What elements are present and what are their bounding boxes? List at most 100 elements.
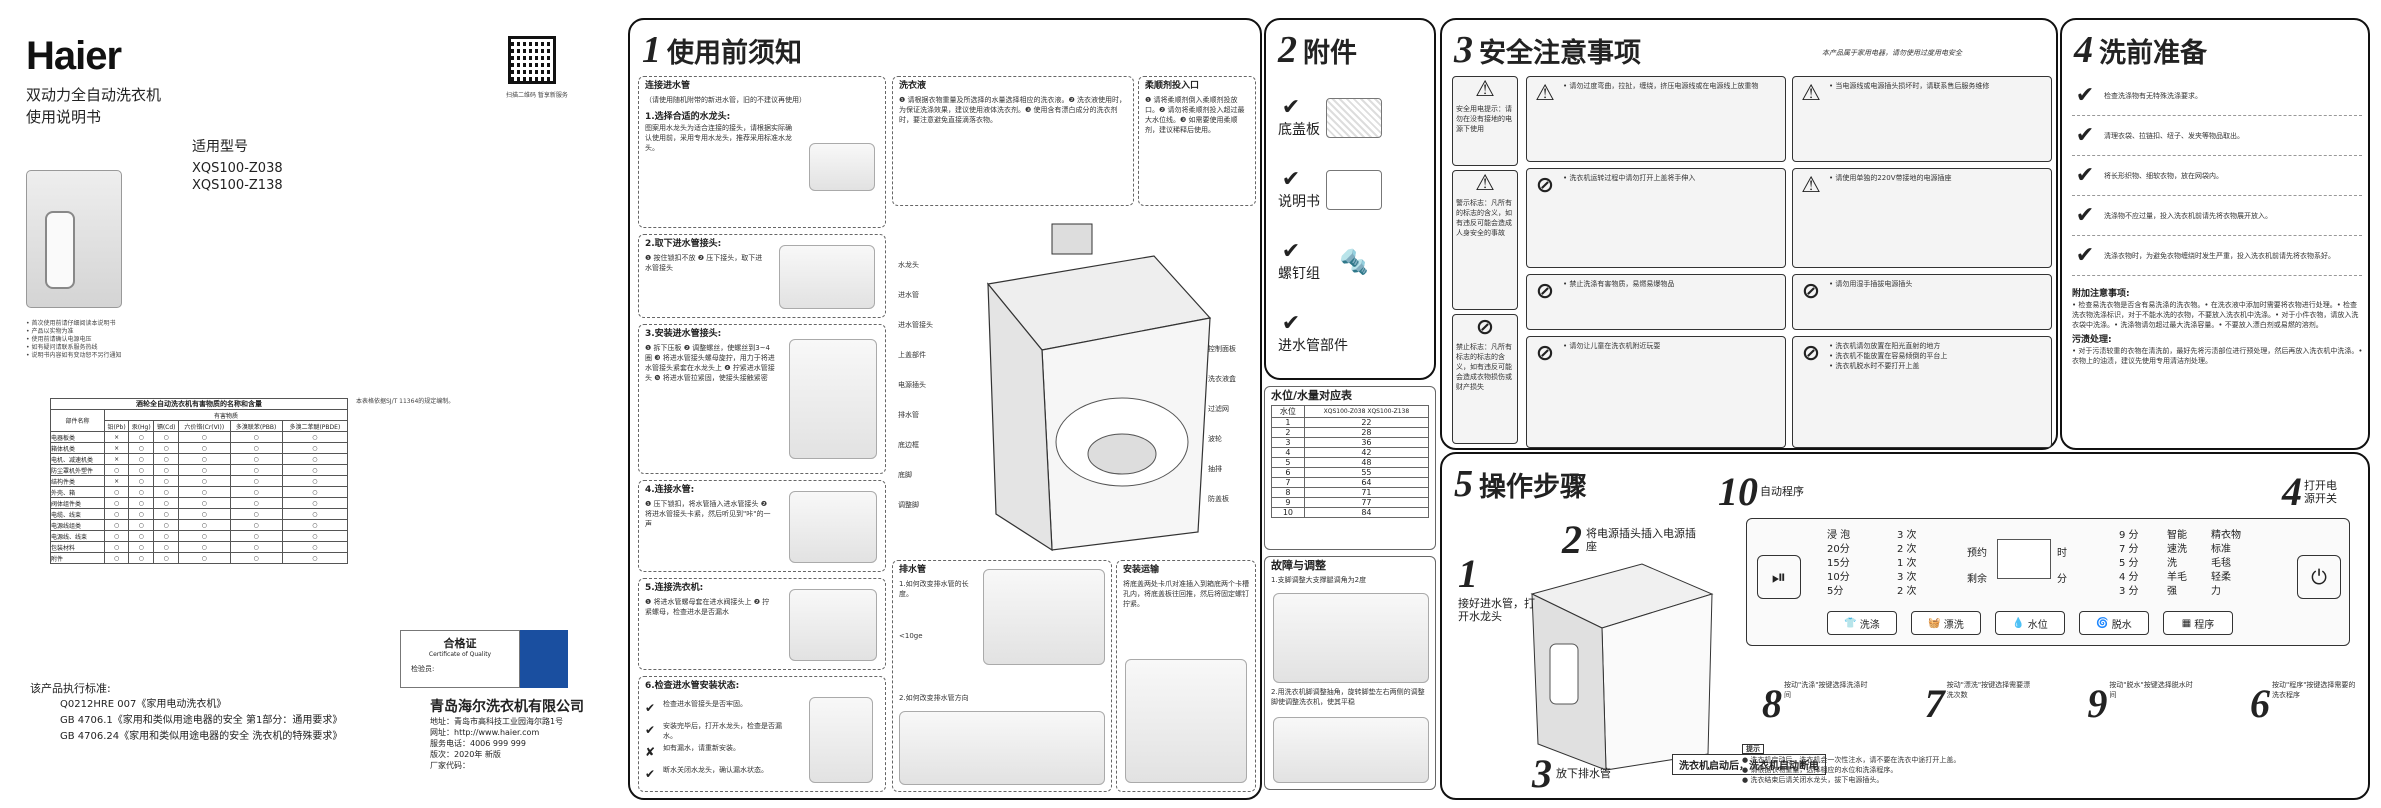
extra-notes: 附加注意事项: • 检查易洗衣物是否含有易洗涤的洗衣物。• 在洗衣液中添加时需要… bbox=[2072, 289, 2363, 365]
hose-connect-sketch bbox=[789, 491, 877, 563]
certificate: 合格证 Certificate of Quality 检验员: bbox=[400, 630, 520, 688]
qr-code[interactable] bbox=[508, 36, 556, 84]
step5-box: 5.连接洗衣机: ❶ 将进水管螺母套在进水阀接头上 ❷ 拧紧螺母，检查进水是否漏… bbox=[638, 578, 886, 670]
program-list-left: 智能速洗洗羊毛强 bbox=[2167, 530, 2187, 597]
drain-note: 2.如何改变排水管方向 bbox=[899, 694, 969, 702]
screw-icon: 🔩 bbox=[1326, 242, 1382, 282]
check-item: 断水关闭水龙头，确认漏水状态。 bbox=[663, 766, 768, 774]
leak-check-sketch bbox=[809, 697, 873, 783]
cover-notes: • 首次使用前请仔细阅读本说明书• 产品以实物为准• 使用前请确认电源电压• 如… bbox=[26, 320, 122, 359]
left-part-labels: 水龙头进水管进水管接头上盖部件电源插头排水管底边框底脚调整脚 bbox=[898, 261, 933, 509]
connect-water-box: 连接进水管 （请使用随机附带的新进水管，旧的不建议再使用） 1.选择合适的水龙头… bbox=[638, 76, 886, 228]
rinse-button[interactable]: 🧺漂洗 bbox=[1911, 611, 1981, 635]
model-label: 适用型号 bbox=[192, 139, 248, 155]
company-address: 地址：青岛市高科技工业园海尔路1号网址：http://www.haier.com… bbox=[430, 717, 564, 770]
cover-page: Haier 双动力全自动洗衣机 使用说明书 适用型号 XQS100-Z038 X… bbox=[0, 0, 626, 808]
reserve-units: 时分 bbox=[2057, 548, 2067, 585]
softener-box: 柔顺剂投入口 ❶ 请将柔顺剂倒入柔顺剂投放口。❷ 请勿将柔顺剂投入超过最大水位线… bbox=[1138, 76, 1256, 206]
drain-hose-box: 排水管 1.如何改变排水管的长度。 <10ge 2.如何改变排水管方向 bbox=[892, 560, 1112, 792]
blue-label bbox=[520, 630, 568, 688]
hazard-row: 电缆、线束○○○○○○ bbox=[49, 508, 349, 520]
water-icon: 💧 bbox=[2012, 617, 2025, 629]
accessory-list: ✔底盖板 ✔说明书 ✔螺钉组 🔩 ✔进水管部件 bbox=[1278, 82, 1410, 370]
check-icon: ✔✔✘✔ bbox=[645, 701, 656, 781]
safety-grid: ⚠• 请勿过度弯曲，拉扯，缠绕，挤压电源线或在电源线上放重物 ⚠• 当电源线或电… bbox=[1526, 76, 2052, 448]
base-install-sketch bbox=[1125, 659, 1247, 783]
check-icon: ✔ bbox=[1281, 239, 1301, 264]
time-display bbox=[1997, 539, 2051, 579]
check-icon: ✔ bbox=[2075, 202, 2095, 228]
warning-label-2: ⚠ 警示标志：凡所有的标志的含义，如有违反可能会造成人身安全的事故 bbox=[1452, 170, 1518, 310]
check-icon: ✔ bbox=[1281, 167, 1301, 192]
level-adjust-sketch bbox=[1273, 717, 1429, 783]
standards-list: Q0212HRE 007《家用电动洗衣机》GB 4706.1《家用和类似用途电器… bbox=[60, 699, 343, 742]
right-part-labels: 控制面板洗衣液盒过滤网波轮抽排防盖板 bbox=[1208, 345, 1236, 503]
hazard-row: 附件○○○○○○ bbox=[49, 552, 349, 564]
washer-illustration bbox=[26, 170, 122, 308]
hazard-row: 箱体机类×○○○○○ bbox=[49, 442, 349, 454]
leg-adjust-sketch bbox=[1273, 593, 1429, 683]
detergent-box: 洗衣液 ❶ 请根据衣物重量及所选择的水量选择相应的洗衣液。❷ 洗衣液使用时，为保… bbox=[892, 76, 1134, 206]
water-level-button[interactable]: 💧水位 bbox=[1995, 611, 2065, 635]
check-icon: ✔ bbox=[2075, 242, 2095, 268]
prohibit-icon: ⊘ bbox=[1801, 279, 1821, 304]
check-item: 如有漏水，请重新安装。 bbox=[663, 744, 740, 752]
hazard-table: 酒轮全自动洗衣机有害物质的名称和含量 部件名称有害物质 铅(Pb)汞(Hg)镉(… bbox=[49, 398, 349, 564]
program-button[interactable]: ▦程序 bbox=[2163, 611, 2233, 635]
hazard-footnote: 本表格依据SJ/T 11364的规定编制。 bbox=[356, 398, 455, 405]
qr-caption: 扫描二维码 暂享新服务 bbox=[506, 92, 568, 99]
drain-direction-sketch bbox=[899, 711, 1105, 785]
manual-icon bbox=[1326, 170, 1382, 210]
power-button[interactable]: ⏻ bbox=[2297, 555, 2341, 599]
check-item: 检查进水管接头是否牢固。 bbox=[663, 700, 747, 708]
fault-text-2: 2.用洗衣机脚调整抽角，旋转脚垫左右两侧的调整脚使调整洗衣机，使其平稳 bbox=[1271, 688, 1425, 706]
step4-box: 4.连接水管: ❶ 压下锁扣，将水管插入进水管接头 ❷ 将进水管接头卡紧，然后听… bbox=[638, 480, 886, 572]
hazard-row: 防尘罩机外塑件○○○○○○ bbox=[49, 464, 349, 476]
prohibit-icon: ⊘ bbox=[1535, 341, 1555, 366]
connector-sketch bbox=[779, 245, 875, 309]
brand-logo: Haier bbox=[26, 34, 122, 78]
warning-icon: ⚠ bbox=[1801, 173, 1821, 198]
washer-connect-sketch bbox=[789, 589, 877, 661]
install-connector-sketch bbox=[789, 339, 877, 459]
check-icon: ✔ bbox=[1281, 95, 1301, 120]
hazard-row: 电器板类×○○○○○ bbox=[49, 431, 349, 443]
spin-button[interactable]: 🌀脱水 bbox=[2079, 611, 2149, 635]
start-pause-button[interactable]: ⏯ bbox=[1757, 555, 1801, 599]
spin-icon: 🌀 bbox=[2096, 617, 2109, 629]
step3-box: 3.安装进水管接头: ❶ 拆下压板 ❷ 调整螺丝，使螺丝到3~4圈 ❸ 将进水管… bbox=[638, 324, 886, 474]
wash-button[interactable]: 👕洗涤 bbox=[1827, 611, 1897, 635]
standards-title: 该产品执行标准: bbox=[30, 682, 111, 695]
check-icon: ✔ bbox=[1281, 311, 1301, 336]
reserve-labels: 预约剩余 bbox=[1967, 548, 1987, 585]
hazard-row: 电机、减速机类×○○○○○ bbox=[49, 453, 349, 465]
button-row: 👕洗涤 🧺漂洗 💧水位 🌀脱水 ▦程序 bbox=[1827, 611, 2233, 635]
program-icon: ▦ bbox=[2181, 617, 2192, 629]
auto-off-tip: 洗衣机启动后，洗衣机自动断电 bbox=[1672, 754, 1826, 775]
manual-title: 双动力全自动洗衣机 使用说明书 bbox=[26, 86, 162, 126]
program-list-right: 精衣物标准毛毯轻柔力 bbox=[2211, 530, 2241, 597]
hazard-row: 阀体组件类○○○○○○ bbox=[49, 497, 349, 509]
step6-box: 6.检查进水管安装状态: 检查进水管接头是否牢固。 安装完毕后，打开水龙头，检查… bbox=[638, 676, 886, 792]
check-icon: ✔ bbox=[2075, 82, 2095, 108]
